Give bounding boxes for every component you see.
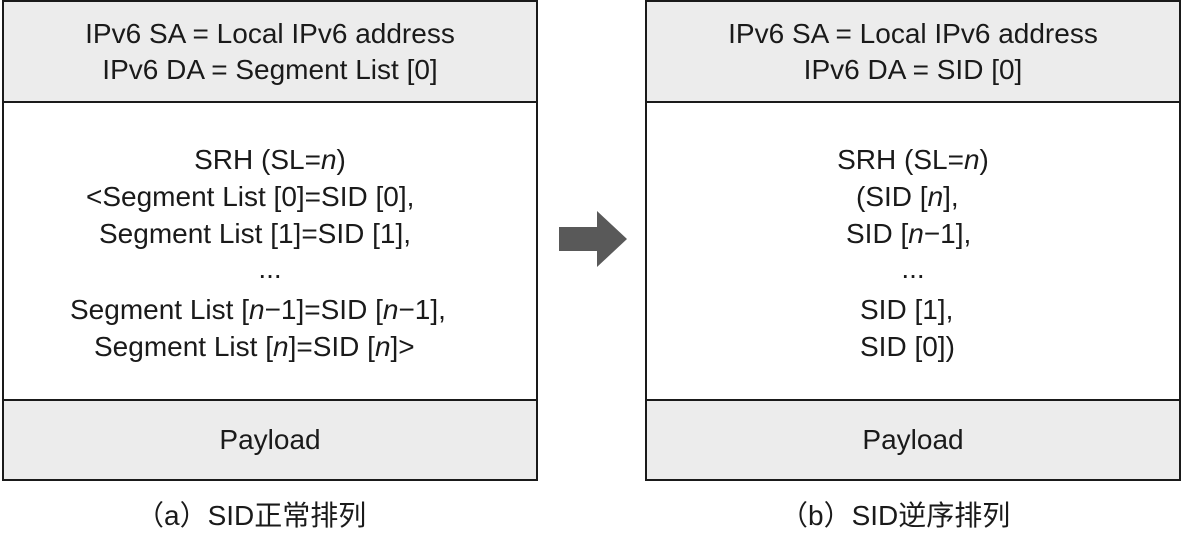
ipv6-sa-b: IPv6 SA = Local IPv6 address	[728, 17, 1098, 49]
caption-b: （b）SID逆序排列	[780, 500, 1011, 531]
ipv6-da-a: IPv6 DA = Segment List [0]	[102, 53, 438, 85]
payload-a: Payload	[4, 399, 536, 479]
srh-line-b-3: ...	[901, 253, 925, 284]
srh-section-a: SRH (SL=n) <Segment List [0]=SID [0], Se…	[4, 103, 536, 402]
payload-label-b: Payload	[862, 424, 964, 455]
srh-line-b-0: SRH (SL=n)	[837, 144, 989, 175]
caption-a: （a）SID正常排列	[136, 500, 367, 531]
srh-line-a-1: <Segment List [0]=SID [0],	[86, 181, 415, 212]
right-arrow-icon	[559, 211, 627, 267]
srh-line-b-2: SID [n−1],	[846, 218, 972, 249]
packet-panel-b: IPv6 SA = Local IPv6 address IPv6 DA = S…	[645, 0, 1181, 481]
packet-panel-a: IPv6 SA = Local IPv6 address IPv6 DA = S…	[2, 0, 538, 481]
ipv6-da-b: IPv6 DA = SID [0]	[803, 53, 1023, 85]
srh-line-a-3: ...	[258, 253, 282, 284]
srh-line-a-2: Segment List [1]=SID [1],	[99, 218, 412, 249]
srh-line-a-4: Segment List [n−1]=SID [n−1],	[70, 294, 446, 325]
ipv6-header-b: IPv6 SA = Local IPv6 address IPv6 DA = S…	[647, 2, 1179, 103]
srh-line-a-5: Segment List [n]=SID [n]>	[94, 331, 415, 362]
ipv6-header-a: IPv6 SA = Local IPv6 address IPv6 DA = S…	[4, 2, 536, 103]
srh-line-b-5: SID [0])	[860, 331, 955, 362]
srh-line-a-0: SRH (SL=n)	[194, 144, 346, 175]
ipv6-sa-a: IPv6 SA = Local IPv6 address	[85, 17, 455, 49]
srh-line-b-1: (SID [n],	[856, 181, 959, 212]
srh-section-b: SRH (SL=n) (SID [n], SID [n−1], ... SID …	[647, 103, 1179, 402]
payload-label-a: Payload	[219, 424, 321, 455]
payload-b: Payload	[647, 399, 1179, 479]
srh-line-b-4: SID [1],	[860, 294, 954, 325]
